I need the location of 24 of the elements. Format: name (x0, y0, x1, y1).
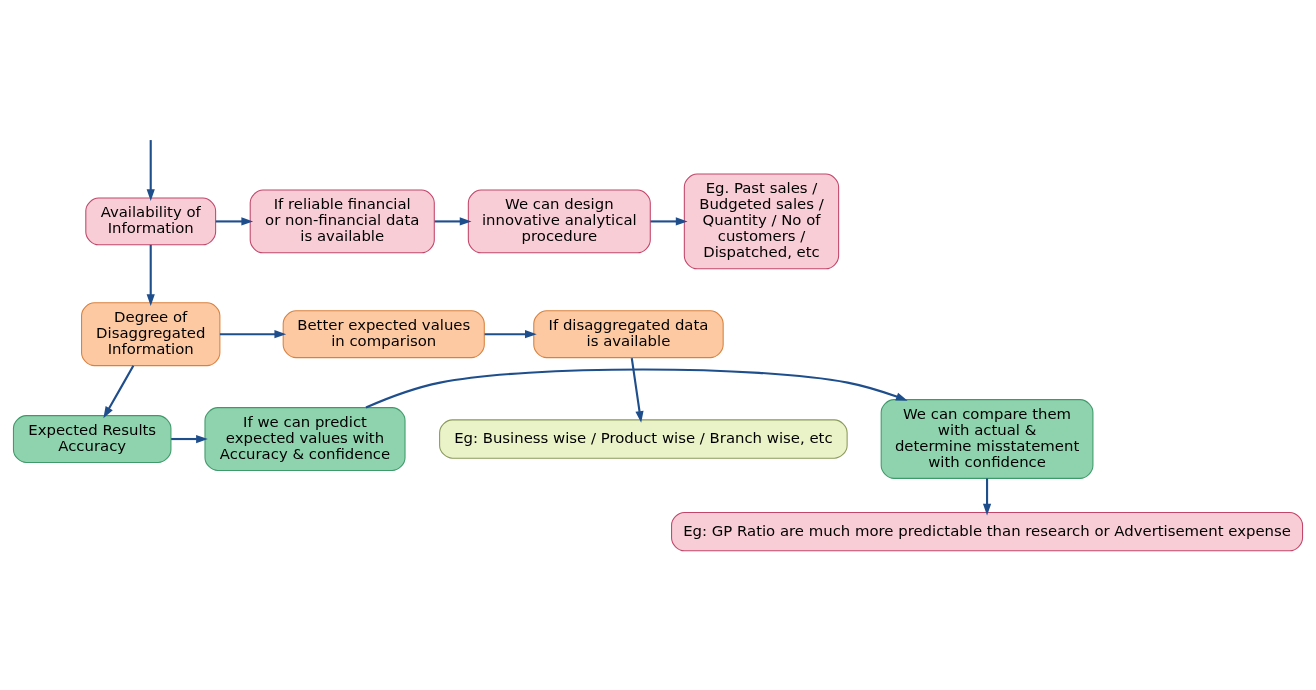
arrow (103, 365, 135, 419)
node-box: If disaggregated data is available (533, 310, 724, 359)
arrow (982, 478, 992, 516)
node-box: Eg. Past sales / Budgeted sales / Quantity / No of customers / Dispatched, etc (683, 173, 840, 270)
node-box: Degree of Disaggregated Information (81, 302, 221, 367)
arrow (146, 244, 155, 307)
node-box: If we can predict expected values with Accuracy & confidence (204, 407, 406, 471)
arrow (365, 368, 908, 409)
arrow (219, 330, 287, 339)
node-box: We can compare them with actual & determine misstatement with confidence (880, 399, 1094, 479)
node-box: Eg: Business wise / Product wise / Branch wise, etc (439, 419, 848, 459)
node-box: Eg: GP Ratio are much more predictable than research or Advertisement expense (671, 511, 1304, 552)
node-box: We can design innovative analytical procedure (467, 189, 651, 254)
arrow (434, 217, 472, 226)
arrow (484, 330, 537, 339)
arrow (146, 140, 155, 201)
node-box: Expected Results Accuracy (12, 415, 172, 463)
node-box: Availability of Information (85, 197, 217, 246)
node-box: Better expected values in comparison (282, 310, 485, 359)
arrow (630, 357, 644, 423)
arrow (215, 217, 254, 226)
node-box: If reliable financial or non-financial data is available (249, 189, 435, 254)
arrow (171, 434, 208, 444)
arrow (650, 217, 688, 226)
